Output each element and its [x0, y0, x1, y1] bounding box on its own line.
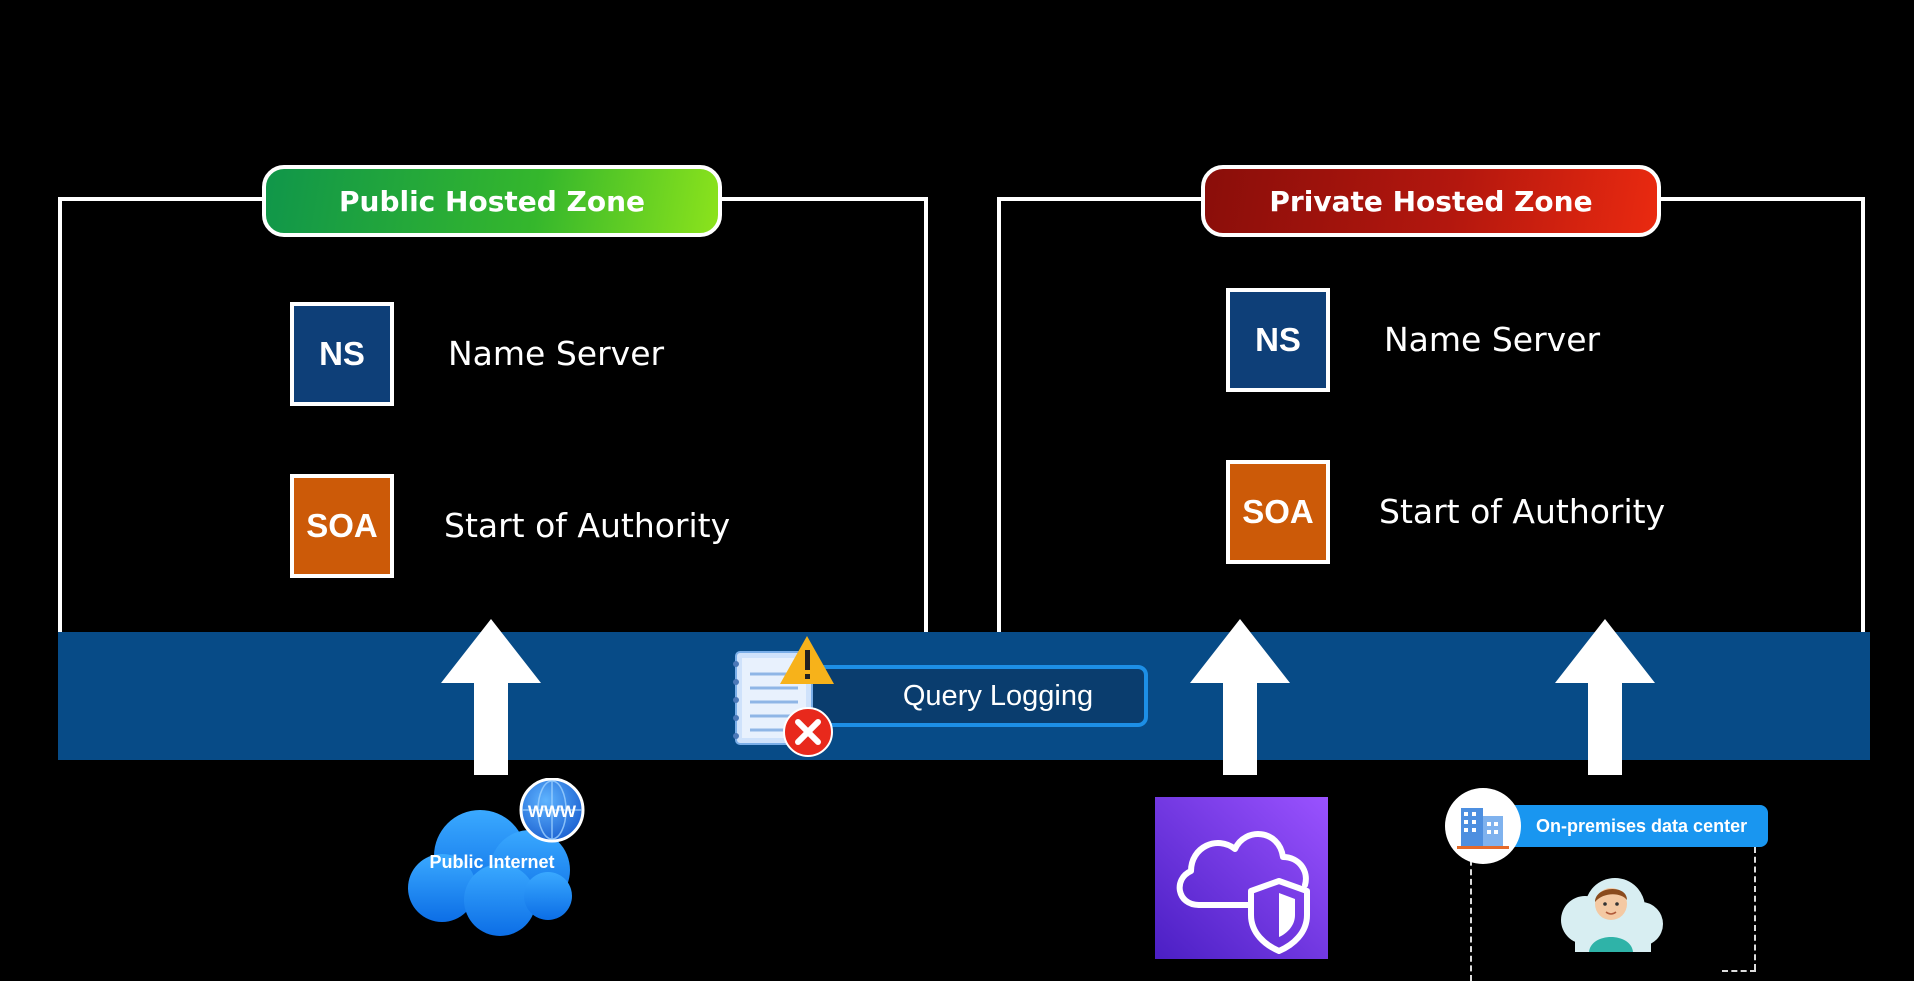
public-ns-label: Name Server: [448, 334, 665, 373]
public-soa-label: Start of Authority: [444, 506, 731, 545]
public-internet-label: Public Internet: [429, 852, 555, 872]
private-zone-title: Private Hosted Zone: [1201, 165, 1661, 237]
www-badge: WWW: [528, 802, 577, 821]
onprem-dashed-left: [1470, 850, 1472, 981]
query-logging-label: Query Logging: [808, 665, 1148, 727]
private-soa-badge: SOA: [1226, 460, 1330, 564]
notepad-warning-error-icon: [733, 636, 834, 757]
cloud-globe-icon: WWW: [408, 778, 585, 936]
public-zone-frame: [58, 197, 928, 633]
user-cloud-icon: [1561, 878, 1663, 952]
up-arrow-vpc-icon: [1190, 619, 1290, 775]
public-zone-title: Public Hosted Zone: [262, 165, 722, 237]
up-arrow-onprem-icon: [1555, 619, 1655, 775]
private-ns-label: Name Server: [1384, 320, 1601, 359]
public-ns-badge: NS: [290, 302, 394, 406]
up-arrow-public-icon: [441, 619, 541, 775]
private-soa-label: Start of Authority: [1379, 492, 1666, 531]
onprem-dashed-right: [1754, 847, 1756, 970]
private-ns-badge: NS: [1226, 288, 1330, 392]
onprem-dashed-bottom: [1722, 970, 1756, 972]
cloud-shield-icon: [1155, 797, 1328, 959]
private-zone-frame: [997, 197, 1865, 633]
building-icon: [1445, 788, 1521, 864]
public-soa-badge: SOA: [290, 474, 394, 578]
onprem-label: On-premises data center: [1502, 805, 1768, 847]
